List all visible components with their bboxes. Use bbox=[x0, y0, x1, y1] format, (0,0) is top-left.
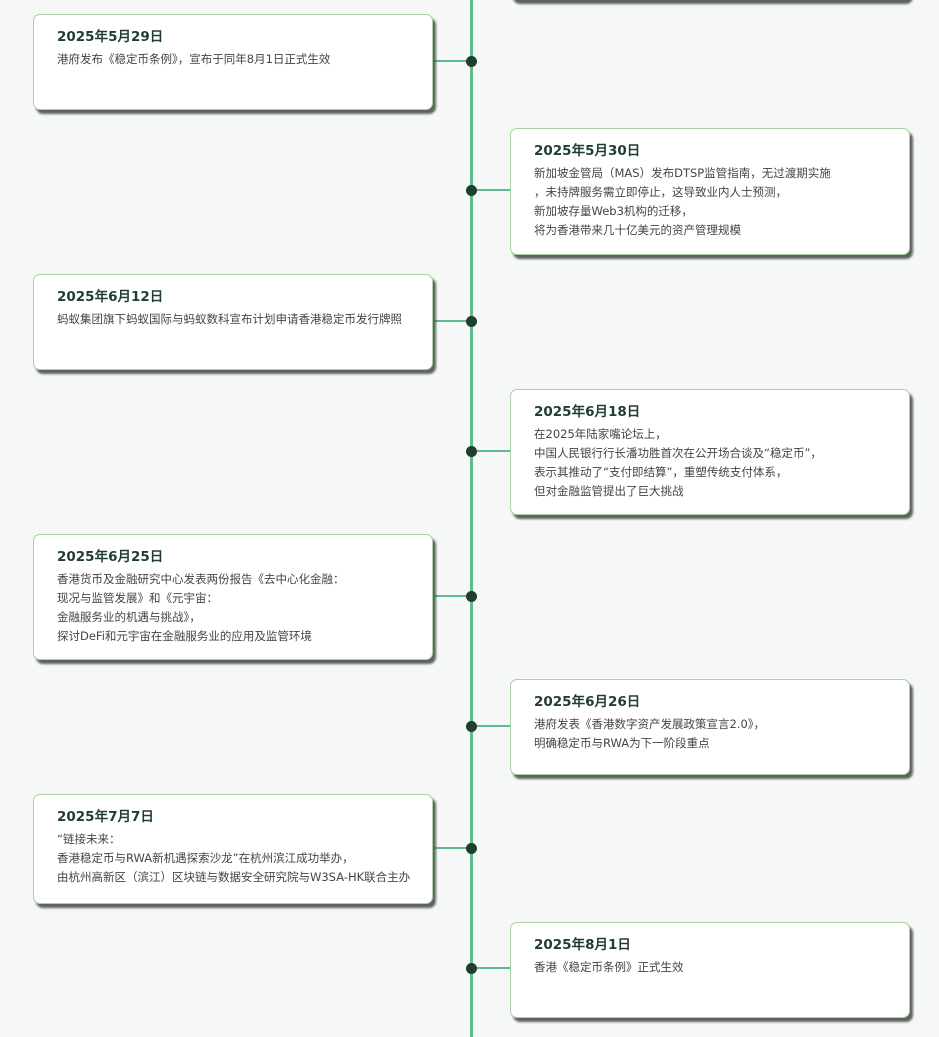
connector bbox=[435, 847, 471, 849]
timeline-dot bbox=[466, 316, 477, 327]
event-text: 在2025年陆家嘴论坛上， 中国人民银行行长潘功胜首次在公开场合谈及“稳定币”，… bbox=[534, 427, 822, 498]
connector bbox=[471, 450, 511, 452]
timeline-dot bbox=[466, 185, 477, 196]
event-text: 港府发布《稳定币条例》，宣布于同年8月1日正式生效 bbox=[57, 52, 331, 66]
event-text: 香港货币及金融研究中心发表两份报告《去中心化金融： 现况与监管发展》和《元宇宙：… bbox=[57, 572, 345, 643]
timeline-card: 2025年6月12日 蚂蚁集团旗下蚂蚁国际与蚂蚁数科宣布计划申请香港稳定币发行牌… bbox=[33, 274, 433, 370]
timeline-dot bbox=[466, 446, 477, 457]
timeline-card: 2025年7月7日 “链接未来： 香港稳定币与RWA新机遇探索沙龙”在杭州滨江成… bbox=[33, 794, 433, 904]
event-text: 新加坡金管局（MAS）发布DTSP监管指南，无过渡期实施 ，未持牌服务需立即停止… bbox=[534, 166, 831, 237]
connector bbox=[471, 725, 511, 727]
event-date: 2025年6月25日 bbox=[57, 549, 164, 565]
event-date: 2025年6月18日 bbox=[534, 404, 641, 420]
timeline-dot bbox=[466, 721, 477, 732]
event-date: 2025年7月7日 bbox=[57, 809, 154, 825]
timeline-dot bbox=[466, 591, 477, 602]
connector bbox=[435, 60, 471, 62]
event-date: 2025年8月1日 bbox=[534, 937, 631, 953]
event-text: 香港《稳定币条例》正式生效 bbox=[534, 960, 684, 974]
connector bbox=[471, 189, 511, 191]
timeline-card: 2025年6月26日 港府发表《香港数字资产发展政策宣言2.0》， 明确稳定币与… bbox=[510, 679, 910, 775]
timeline-card: 2025年5月30日 新加坡金管局（MAS）发布DTSP监管指南，无过渡期实施 … bbox=[510, 128, 910, 255]
event-date: 2025年5月29日 bbox=[57, 29, 164, 45]
connector bbox=[435, 595, 471, 597]
timeline-dot bbox=[466, 56, 477, 67]
timeline-dot bbox=[466, 963, 477, 974]
timeline-card: 2025年6月25日 香港货币及金融研究中心发表两份报告《去中心化金融： 现况与… bbox=[33, 534, 433, 660]
timeline-dot bbox=[466, 843, 477, 854]
timeline-axis bbox=[470, 0, 473, 1037]
event-date: 2025年6月26日 bbox=[534, 694, 641, 710]
timeline-card: 2025年6月18日 在2025年陆家嘴论坛上， 中国人民银行行长潘功胜首次在公… bbox=[510, 389, 910, 515]
timeline-card: 2025年8月1日 香港《稳定币条例》正式生效 bbox=[510, 922, 910, 1018]
timeline-card: 2025年5月29日 港府发布《稳定币条例》，宣布于同年8月1日正式生效 bbox=[33, 14, 433, 110]
connector bbox=[471, 967, 511, 969]
event-text: 蚂蚁集团旗下蚂蚁国际与蚂蚁数科宣布计划申请香港稳定币发行牌照 bbox=[57, 312, 402, 326]
event-text: “链接未来： 香港稳定币与RWA新机遇探索沙龙”在杭州滨江成功举办， 由杭州高新… bbox=[57, 832, 411, 884]
event-date: 2025年6月12日 bbox=[57, 289, 164, 305]
event-date: 2025年5月30日 bbox=[534, 143, 641, 159]
event-text: 港府发表《香港数字资产发展政策宣言2.0》， 明确稳定币与RWA为下一阶段重点 bbox=[534, 717, 766, 750]
connector bbox=[435, 320, 471, 322]
